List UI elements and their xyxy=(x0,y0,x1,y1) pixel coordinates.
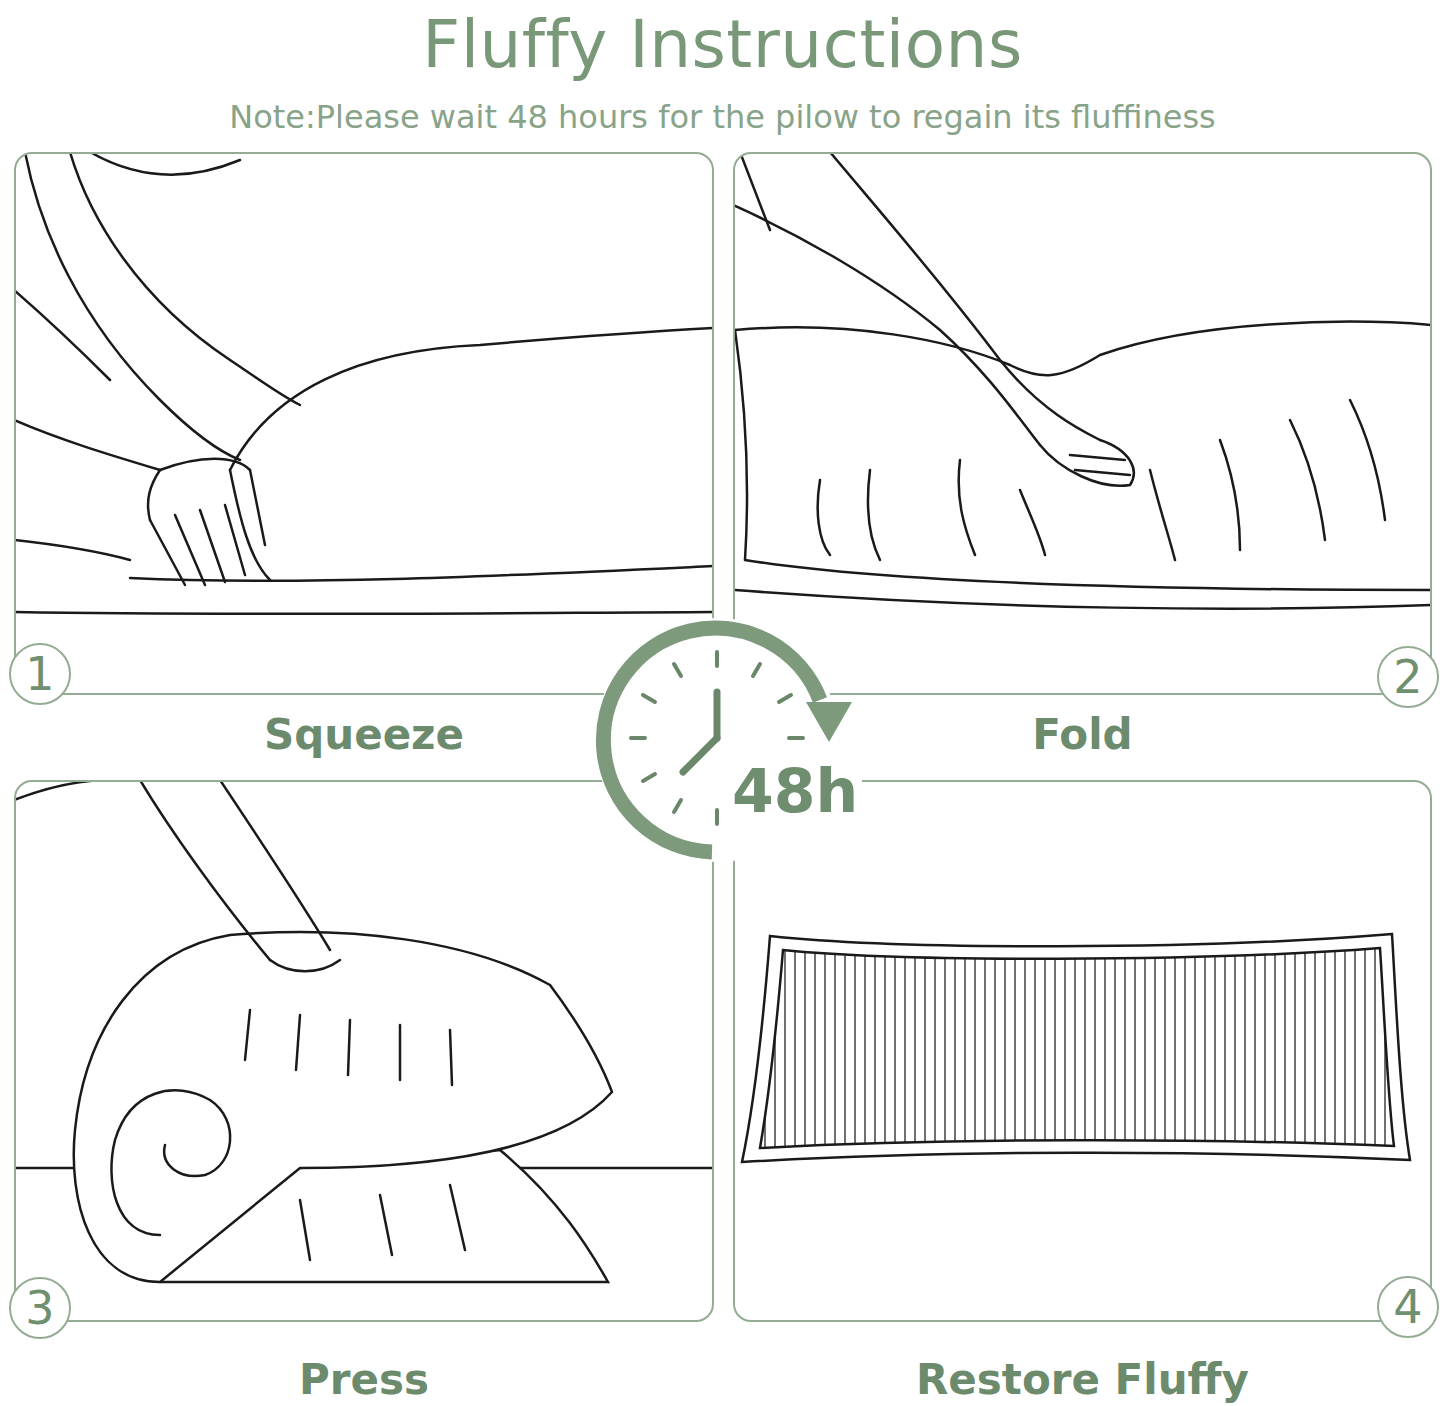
clock-icon xyxy=(714,692,721,738)
squeeze-illustration xyxy=(90,153,240,175)
fold-illustration xyxy=(1220,440,1240,550)
clock-icon xyxy=(806,702,852,742)
squeeze-illustration xyxy=(250,470,265,545)
fold-illustration xyxy=(1290,420,1325,540)
press-illustration xyxy=(296,1015,300,1070)
step-panel: 3Press xyxy=(14,780,714,1322)
squeeze-illustration xyxy=(15,420,160,470)
fold-illustration xyxy=(1070,455,1125,460)
squeeze-illustration xyxy=(225,505,245,575)
press-illustration xyxy=(399,1025,402,1080)
step-caption: Squeeze xyxy=(264,710,464,759)
step-caption-box: Press xyxy=(16,1352,712,1406)
fold-illustration xyxy=(734,205,1040,445)
squeeze-illustration xyxy=(25,153,240,460)
fold-illustration xyxy=(1150,470,1175,560)
press-illustration xyxy=(380,1195,392,1255)
fold-illustration xyxy=(745,560,1431,590)
press-illustration xyxy=(74,932,612,1282)
step-panel: 4Restore Fluffy xyxy=(733,780,1432,1322)
title: Fluffy Instructions xyxy=(422,6,1023,83)
squeeze-illustration xyxy=(148,470,160,520)
step-number: 1 xyxy=(25,651,54,697)
fold-illustration xyxy=(959,460,975,555)
fold-illustration xyxy=(1350,400,1385,520)
note-text: Note:Please wait 48 hours for the pilow … xyxy=(229,98,1216,136)
fold-illustration xyxy=(1075,470,1130,475)
squeeze-illustration xyxy=(15,612,713,614)
step-caption-box: Restore Fluffy xyxy=(735,1352,1430,1406)
step-number: 2 xyxy=(1393,654,1422,700)
step-caption-box: Fold xyxy=(735,707,1430,763)
clock-icon xyxy=(631,736,645,740)
fold-illustration xyxy=(734,153,1431,609)
step-number-badge: 1 xyxy=(9,643,71,705)
press-illustration xyxy=(348,1020,350,1075)
duration-label-box: 48h xyxy=(728,756,862,826)
step-caption: Press xyxy=(299,1355,429,1404)
duration-label: 48h xyxy=(732,756,858,826)
step-number: 4 xyxy=(1393,1284,1422,1330)
clock-icon xyxy=(674,800,681,812)
squeeze-illustration xyxy=(15,153,713,614)
fluffy-pillow-illustration xyxy=(742,934,1410,1162)
step-number-badge: 3 xyxy=(9,1277,71,1339)
clock-icon xyxy=(715,810,719,824)
squeeze-illustration xyxy=(15,290,110,380)
step-number-badge: 2 xyxy=(1377,646,1439,708)
clock-icon xyxy=(683,738,717,772)
press-illustration xyxy=(111,1090,230,1235)
fold-illustration xyxy=(818,480,830,555)
squeeze-illustration xyxy=(15,540,130,560)
step-panel: 2Fold xyxy=(733,152,1432,695)
clock-icon xyxy=(779,695,791,702)
clock-icon xyxy=(643,695,655,702)
fluffy-pillow-illustration xyxy=(742,934,1410,1162)
squeeze-illustration xyxy=(70,153,300,405)
press-illustration xyxy=(245,1010,250,1060)
clock-icon xyxy=(789,736,803,740)
squeeze-illustration xyxy=(200,510,225,582)
clock-icon xyxy=(683,692,717,772)
fold-illustration xyxy=(1040,440,1134,486)
step-caption: Fold xyxy=(1032,710,1132,759)
step-caption: Restore Fluffy xyxy=(916,1355,1249,1404)
step-caption-box: Squeeze xyxy=(16,707,712,763)
squeeze-illustration xyxy=(175,515,205,585)
press-illustration xyxy=(450,1185,465,1250)
title-bar: Fluffy Instructions xyxy=(0,6,1445,83)
press-illustration xyxy=(300,1200,310,1260)
fluffy-pillow-illustration xyxy=(760,948,1394,1148)
fold-illustration xyxy=(735,330,747,560)
squeeze-illustration xyxy=(230,328,713,470)
fold-illustration xyxy=(740,153,770,230)
fold-illustration xyxy=(735,322,1431,375)
press-illustration xyxy=(270,960,340,971)
press-illustration xyxy=(220,781,330,950)
fold-illustration xyxy=(1020,490,1045,555)
clock-icon xyxy=(715,652,719,666)
note-text-box: Note:Please wait 48 hours for the pilow … xyxy=(0,98,1445,136)
squeeze-illustration xyxy=(130,566,713,581)
fold-illustration xyxy=(830,153,1100,440)
press-illustration xyxy=(15,781,100,800)
press-illustration xyxy=(15,781,713,1282)
clock-icon xyxy=(753,664,760,676)
clock-icon xyxy=(674,664,681,676)
press-illustration xyxy=(140,781,270,960)
step-panel: 1Squeeze xyxy=(14,152,714,695)
fold-illustration xyxy=(868,470,880,560)
press-illustration xyxy=(450,1030,452,1085)
squeeze-illustration xyxy=(230,470,270,580)
step-number: 3 xyxy=(25,1285,54,1331)
squeeze-illustration xyxy=(160,459,250,470)
squeeze-illustration xyxy=(150,520,185,585)
step-number-badge: 4 xyxy=(1377,1276,1439,1338)
fold-illustration xyxy=(735,590,1431,609)
